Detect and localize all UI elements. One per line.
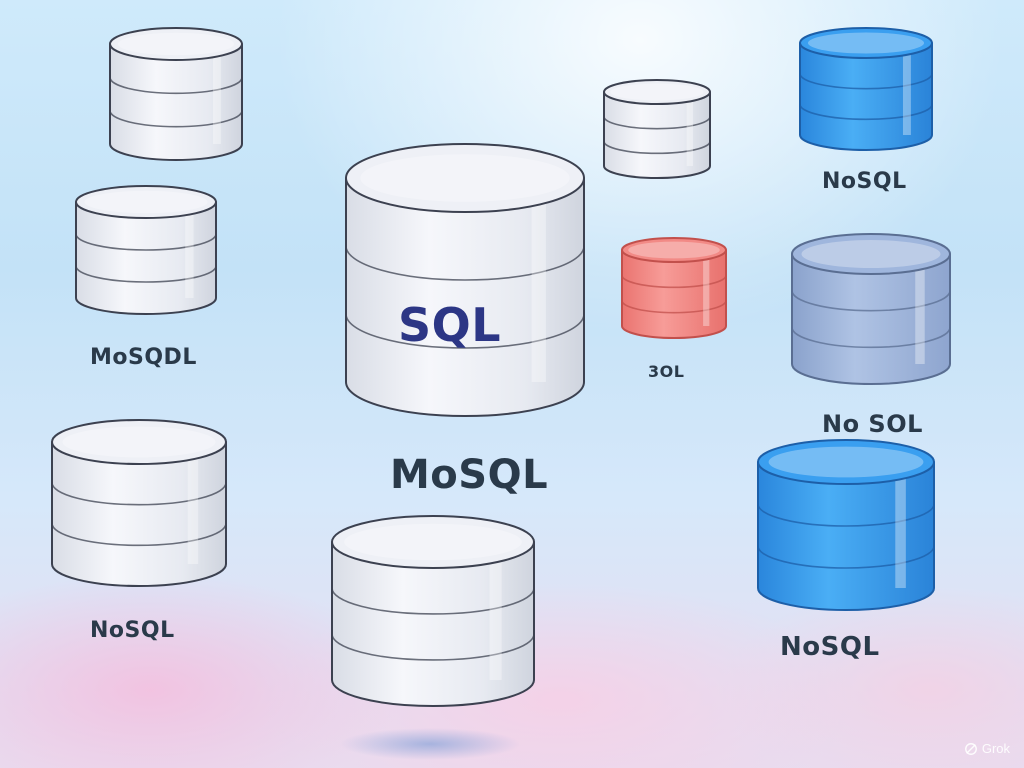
db-cylinder-left-mid-top (75, 185, 217, 219)
db-cylinder-small-gray-highlight (686, 96, 694, 166)
db-cylinder-left-bottom-band (51, 482, 227, 506)
db-cylinder-top-right-body (799, 42, 933, 151)
db-cylinder-top-left (109, 27, 243, 161)
db-cylinder-right-mid-band (791, 290, 951, 312)
db-cylinder-small-gray-band (603, 141, 711, 155)
db-cylinder-left-mid-band (75, 233, 217, 251)
db-cylinder-top-right-top-shine (807, 32, 925, 54)
small-red-label: 3OL (648, 362, 685, 381)
db-cylinder-right-bottom-body (757, 461, 935, 611)
db-cylinder-left-mid (75, 185, 217, 315)
db-cylinder-right-mid-top-shine (801, 240, 941, 268)
db-cylinder-left-bottom-highlight (187, 446, 199, 564)
db-cylinder-right-bottom-band (757, 503, 935, 527)
db-cylinder-left-mid-highlight (185, 206, 194, 298)
floor-shadow (340, 728, 520, 760)
db-cylinder-top-left-band (109, 77, 243, 95)
left-bottom-label: NoSQL (90, 618, 175, 643)
center-caption-label: MoSQL (390, 452, 549, 498)
db-cylinder-right-mid-highlight (915, 258, 925, 364)
db-cylinder-top-left-top (109, 27, 243, 61)
db-cylinder-right-mid (791, 233, 951, 385)
db-cylinder-center-sql-band (345, 245, 585, 281)
db-cylinder-center-sql-highlight (531, 182, 546, 382)
db-cylinder-bottom-center-band (331, 587, 535, 615)
db-cylinder-bottom-center-body (331, 541, 535, 707)
db-cylinder-small-red-body (621, 249, 727, 339)
db-cylinder-left-mid-band (75, 265, 217, 283)
right-mid-label: No SOL (822, 410, 923, 438)
db-cylinder-right-mid-body (791, 253, 951, 385)
db-cylinder-small-red-highlight (703, 254, 710, 326)
db-cylinder-right-mid-top (791, 233, 951, 275)
db-cylinder-top-right (799, 27, 933, 151)
grok-logo-icon (964, 742, 977, 755)
db-cylinder-small-gray-body (603, 91, 711, 179)
db-cylinder-top-left-highlight (212, 48, 221, 144)
db-cylinder-bottom-center-top-shine (344, 523, 522, 561)
db-cylinder-small-gray-band (603, 116, 711, 130)
db-cylinder-left-bottom-band (51, 523, 227, 547)
db-cylinder-top-right-band (799, 73, 933, 90)
db-cylinder-left-bottom (51, 419, 227, 587)
db-cylinder-left-bottom-top-shine (62, 426, 216, 458)
db-cylinder-center-sql-body (345, 177, 585, 417)
db-cylinder-top-right-band (799, 104, 933, 121)
db-cylinder-right-bottom-band (757, 545, 935, 569)
db-cylinder-top-left-body (109, 43, 243, 161)
db-cylinder-right-mid-band (791, 327, 951, 349)
db-cylinder-small-gray (603, 79, 711, 179)
db-cylinder-bottom-center (331, 515, 535, 707)
db-cylinder-right-bottom-top (757, 439, 935, 485)
db-cylinder-center-sql-top-shine (360, 154, 570, 202)
db-cylinder-left-bottom-top (51, 419, 227, 465)
db-cylinder-small-red (621, 237, 727, 339)
db-cylinder-right-bottom-top-shine (768, 446, 924, 478)
db-cylinder-small-red-top (621, 237, 727, 263)
db-cylinder-left-bottom-body (51, 441, 227, 587)
left-mid-label: MoSQDL (90, 345, 197, 370)
db-cylinder-center-sql-band (345, 313, 585, 349)
db-cylinder-center-sql-top (345, 143, 585, 213)
db-cylinder-top-left-top-shine (117, 32, 235, 56)
right-bottom-label: NoSQL (780, 632, 880, 662)
db-cylinder-small-red-top-shine (628, 241, 720, 259)
db-cylinder-small-gray-top (603, 79, 711, 105)
db-cylinder-left-mid-top-shine (84, 190, 208, 214)
right-top-label: NoSQL (822, 169, 907, 194)
db-cylinder-top-right-top (799, 27, 933, 59)
db-cylinder-top-right-highlight (902, 47, 911, 135)
db-cylinder-small-red-band (621, 275, 727, 289)
db-cylinder-bottom-center-band (331, 633, 535, 661)
watermark: Grok (964, 741, 1010, 756)
db-cylinder-small-gray-top-shine (610, 83, 704, 101)
db-cylinder-left-mid-body (75, 201, 217, 315)
db-cylinder-center-sql (345, 143, 585, 417)
db-cylinder-bottom-center-top (331, 515, 535, 569)
db-cylinder-right-bottom (757, 439, 935, 611)
center-cylinder-label: SQL (398, 298, 502, 352)
db-cylinder-small-red-band (621, 300, 727, 314)
db-cylinder-right-bottom-highlight (895, 466, 906, 588)
db-cylinder-top-left-band (109, 110, 243, 128)
watermark-text: Grok (981, 741, 1010, 756)
db-cylinder-bottom-center-highlight (489, 546, 502, 680)
